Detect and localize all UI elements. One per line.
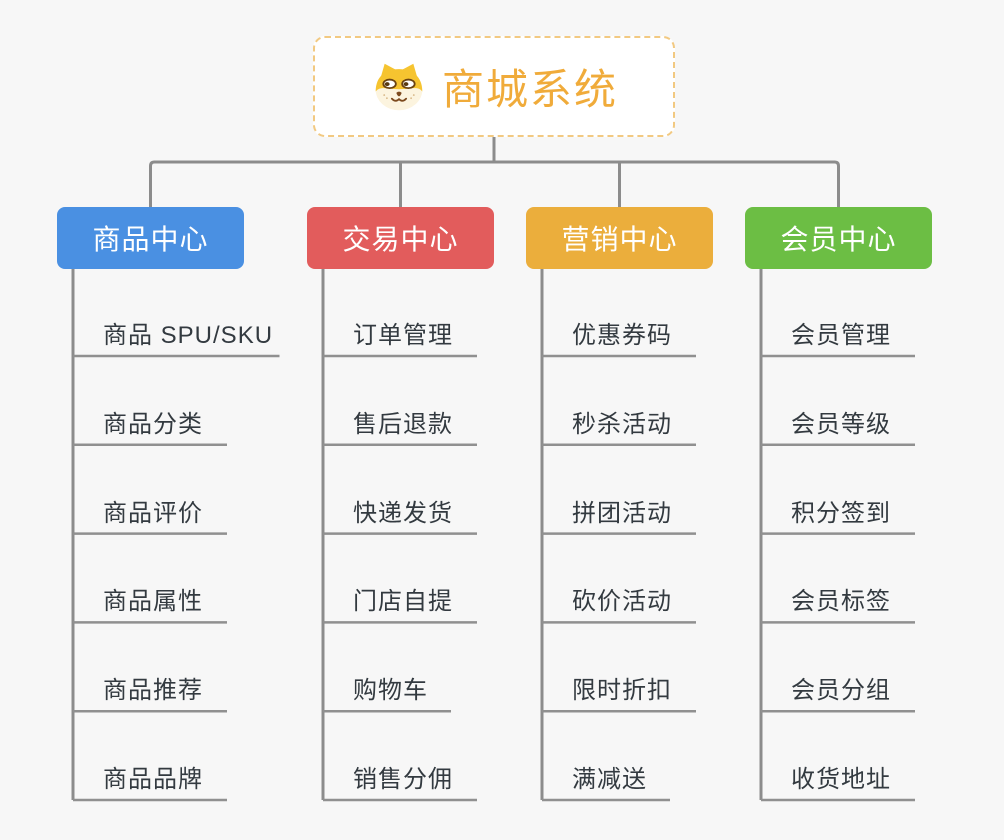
branch-label: 商品中心 bbox=[92, 224, 209, 255]
connector-tree bbox=[149, 137, 840, 207]
leaf-node[interactable]: 订单管理 bbox=[353, 322, 453, 349]
leaf-node[interactable]: 积分签到 bbox=[791, 499, 891, 527]
leaf-node[interactable]: 限时折扣 bbox=[572, 677, 672, 705]
leaf-node[interactable]: 秒杀活动 bbox=[572, 410, 672, 438]
leaf-node[interactable]: 门店自提 bbox=[353, 588, 453, 616]
leaf-node[interactable]: 售后退款 bbox=[353, 410, 453, 438]
branch-label: 会员中心 bbox=[780, 224, 897, 255]
leaf-node[interactable]: 商品 SPU/SKU bbox=[103, 322, 274, 349]
leaf-node[interactable]: 会员分组 bbox=[791, 677, 891, 705]
dog-icon bbox=[370, 61, 428, 113]
leaf-node[interactable]: 满减送 bbox=[572, 766, 647, 793]
root-title: 商城系统 bbox=[441, 66, 618, 113]
leaf-node[interactable]: 收货地址 bbox=[791, 766, 891, 793]
root-node[interactable]: 商城系统 bbox=[313, 36, 675, 137]
leaf-node[interactable]: 会员等级 bbox=[791, 410, 891, 438]
leaf-node[interactable]: 拼团活动 bbox=[572, 499, 672, 527]
leaf-node[interactable]: 商品评价 bbox=[103, 499, 203, 527]
leaf-node[interactable]: 商品分类 bbox=[103, 410, 203, 438]
branch-label: 营销中心 bbox=[561, 224, 678, 255]
leaf-node[interactable]: 砍价活动 bbox=[572, 588, 672, 616]
leaf-node[interactable]: 优惠券码 bbox=[572, 322, 672, 349]
branch-node-3[interactable]: 营销中心 bbox=[526, 207, 713, 269]
branch-node-2[interactable]: 交易中心 bbox=[307, 207, 494, 269]
branch-node-4[interactable]: 会员中心 bbox=[745, 207, 932, 269]
leaf-node[interactable]: 商品品牌 bbox=[103, 766, 203, 793]
leaf-node[interactable]: 购物车 bbox=[353, 677, 428, 705]
branch-label: 交易中心 bbox=[342, 224, 459, 255]
leaf-node[interactable]: 商品属性 bbox=[103, 588, 203, 616]
leaf-node[interactable]: 快递发货 bbox=[353, 499, 453, 527]
leaf-node[interactable]: 会员管理 bbox=[791, 322, 891, 349]
leaf-node[interactable]: 销售分佣 bbox=[353, 766, 453, 793]
leaf-node[interactable]: 商品推荐 bbox=[103, 677, 203, 705]
branch-node-1[interactable]: 商品中心 bbox=[57, 207, 244, 269]
leaf-node[interactable]: 会员标签 bbox=[791, 588, 891, 616]
